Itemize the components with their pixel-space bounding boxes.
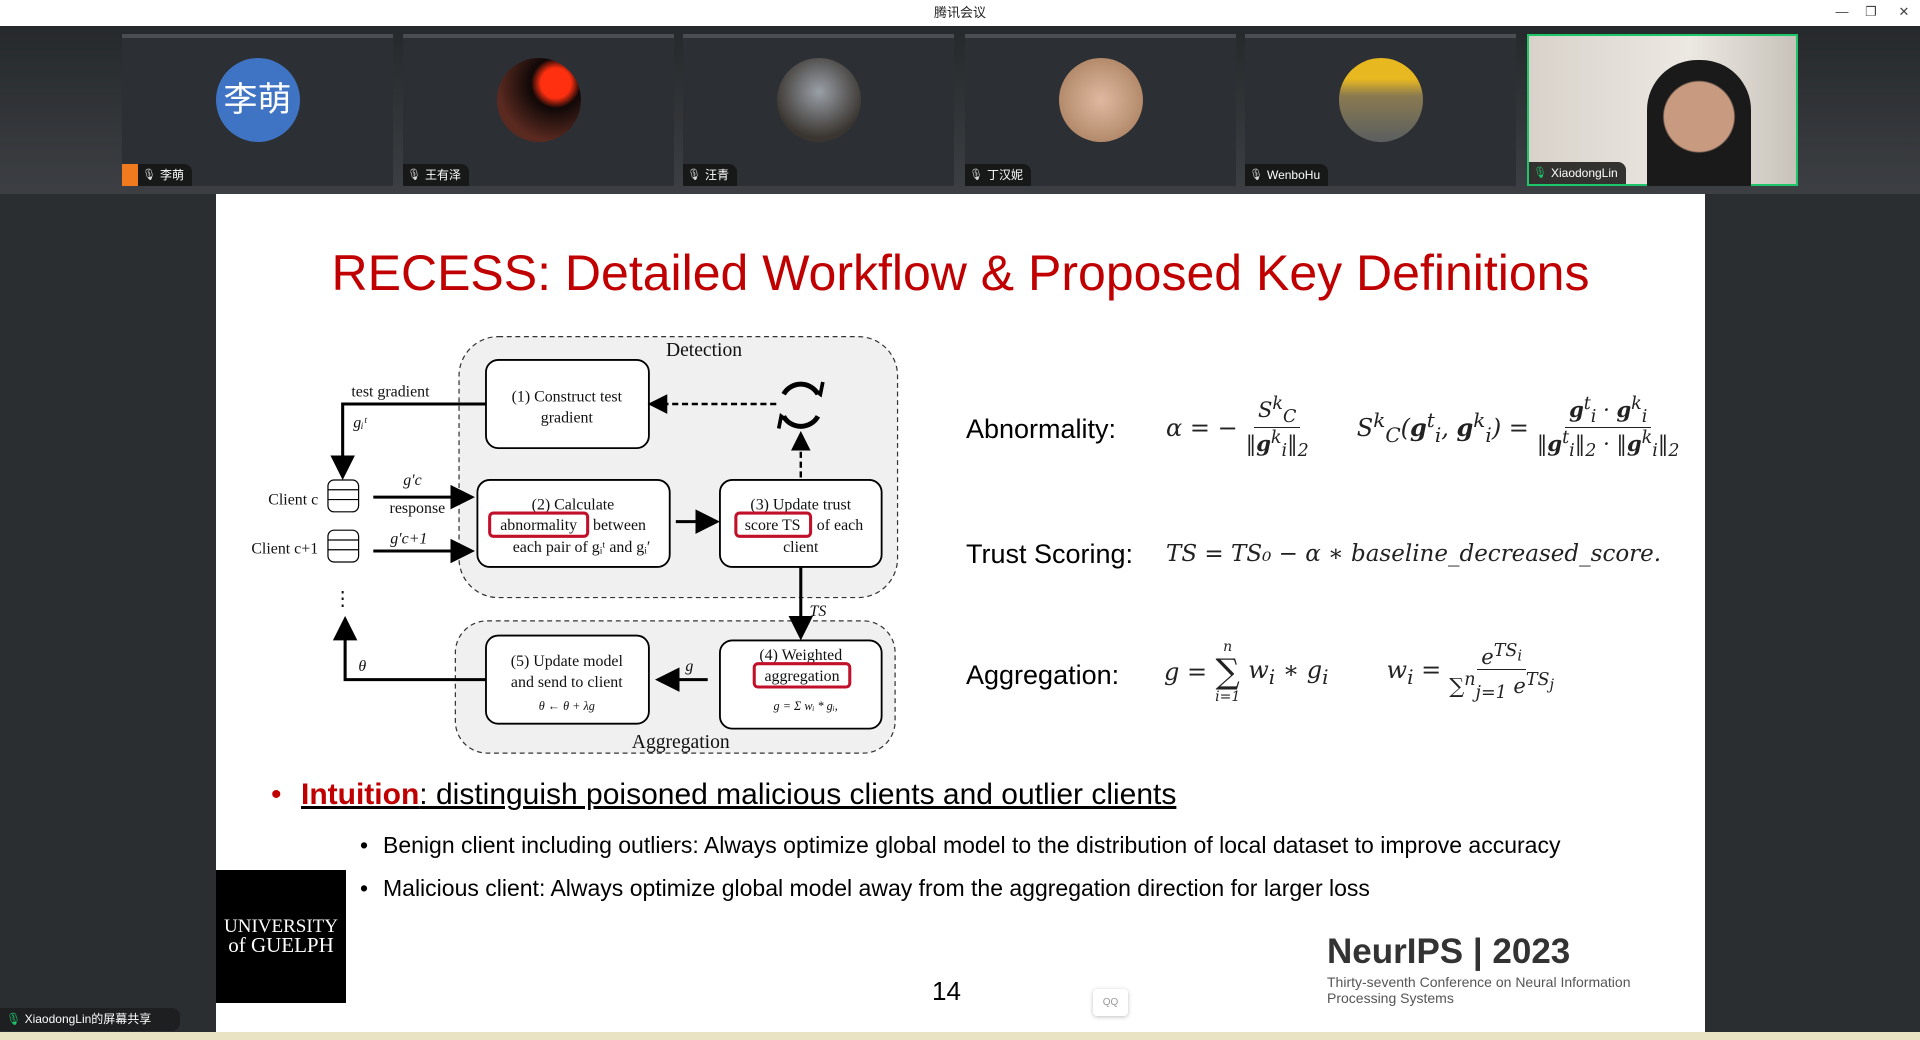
abnormality-formula: α = −SkC‖gki‖2 SkC(gti, gki) =gti · gki‖… — [1166, 394, 1680, 462]
svg-text:(1) Construct test: (1) Construct test — [512, 389, 623, 406]
shared-slide: RECESS: Detailed Workflow & Proposed Key… — [216, 194, 1705, 1032]
abnormality-label: Abnormality: — [966, 414, 1117, 444]
box-construct-test-gradient: (1) Construct test gradient — [485, 359, 650, 450]
svg-text:abnormality: abnormality — [500, 517, 577, 534]
host-icon — [122, 164, 138, 186]
svg-text:(3) Update trust: (3) Update trust — [750, 496, 851, 513]
participant-name: 王有泽 — [424, 168, 461, 182]
database-icon — [327, 479, 360, 513]
qq-floating-button[interactable]: QQ — [1093, 989, 1128, 1016]
participant-tile[interactable]: 🎙WenboHu — [1245, 34, 1516, 186]
neurips-logo: NeurIPS | 2023 Thirty-seventh Conference… — [1327, 932, 1631, 1006]
ellipsis: ⋮ — [333, 589, 353, 610]
mic-muted-icon: 🎙 — [142, 169, 156, 181]
intuition-bullet: •Intuition: distinguish poisoned malicio… — [271, 778, 1177, 811]
ts-label: TS — [810, 603, 827, 620]
intuition-keyword: Intuition — [301, 778, 420, 811]
test-gradient-label: test gradient — [351, 384, 430, 401]
box-update-trust-score: (3) Update trust score TS of each client — [719, 479, 883, 568]
svg-text:g′c: g′c — [403, 472, 422, 489]
participant-tile[interactable]: 🎙丁汉妮 — [965, 34, 1236, 186]
g-label: g — [685, 658, 693, 675]
box-calculate-abnormality: (2) Calculate abnormality between each p… — [476, 479, 671, 568]
svg-text:(5) Update model: (5) Update model — [511, 653, 624, 670]
refresh-icon — [776, 381, 825, 429]
video-feed — [1647, 60, 1751, 186]
trust-scoring-label: Trust Scoring: — [966, 539, 1134, 569]
client-c1-label: Client c+1 — [251, 540, 318, 557]
participant-name: 李萌 — [159, 168, 184, 182]
participant-tile[interactable]: 🎙王有泽 — [403, 34, 674, 186]
avatar — [1338, 58, 1423, 142]
svg-text:between: between — [593, 517, 646, 534]
bullet-benign: •Benign client including outliers: Alway… — [360, 832, 1561, 858]
svg-text:of each: of each — [817, 517, 863, 534]
svg-text:θ ← θ + λg: θ ← θ + λg — [539, 699, 595, 713]
svg-text:score TS: score TS — [745, 517, 801, 534]
window-title: 腾讯会议 — [933, 5, 986, 20]
theta-label: θ — [358, 658, 366, 675]
svg-text:g′c+1: g′c+1 — [390, 531, 427, 548]
avatar — [496, 58, 581, 142]
mic-muted-icon: 🎙 — [969, 169, 983, 181]
mic-muted-icon: 🎙 — [1249, 169, 1263, 181]
avatar — [776, 58, 861, 142]
workflow-svg: Detection Aggregation (1) Construct test… — [251, 336, 899, 754]
close-button[interactable]: ✕ — [1898, 4, 1910, 19]
participant-tile[interactable]: 🎙汪青 — [683, 34, 954, 186]
svg-text:gᵢᵗ: gᵢᵗ — [353, 414, 367, 431]
svg-text:response: response — [390, 500, 446, 517]
participant-name: WenboHu — [1266, 168, 1321, 182]
svg-text:aggregation: aggregation — [764, 668, 839, 685]
bullet-malicious: •Malicious client: Always optimize globa… — [360, 875, 1370, 901]
window-titlebar: 腾讯会议 — [0, 0, 1920, 26]
client-c-label: Client c — [268, 491, 318, 508]
box-update-model: (5) Update model and send to client θ ← … — [485, 634, 650, 725]
avatar — [1058, 58, 1143, 142]
avatar: 李萌 — [215, 58, 300, 142]
svg-text:(4) Weighted: (4) Weighted — [759, 647, 842, 664]
svg-text:each pair of gᵢᵗ and gᵢ′: each pair of gᵢᵗ and gᵢ′ — [513, 539, 651, 556]
aggregation-label: Aggregation — [632, 732, 730, 753]
workflow-diagram: Detection Aggregation (1) Construct test… — [241, 334, 900, 757]
mic-muted-icon: 🎙 — [687, 169, 701, 181]
bottom-bar — [0, 1032, 1920, 1040]
detection-label: Detection — [666, 340, 742, 361]
participant-tile[interactable]: 李萌 🎙李萌 — [122, 34, 393, 186]
svg-text:gradient: gradient — [541, 409, 594, 426]
database-icon — [327, 529, 360, 563]
mic-icon: 🎙 — [6, 1012, 22, 1026]
trust-scoring-formula: TS = TS₀ − α ∗ baseline_decreased_score. — [1166, 541, 1662, 567]
participant-name: 丁汉妮 — [986, 168, 1023, 182]
svg-text:(2) Calculate: (2) Calculate — [532, 496, 615, 513]
page-number: 14 — [932, 976, 961, 1006]
box-weighted-aggregation: (4) Weighted aggregation g = Σ wᵢ * gᵢ, — [719, 639, 883, 730]
svg-text:and send to client: and send to client — [511, 674, 623, 691]
mic-on-icon: 🎙 — [1533, 167, 1547, 179]
restore-button[interactable]: ❐ — [1865, 4, 1877, 19]
participant-tile-active-speaker[interactable]: 🎙XiaodongLin — [1527, 34, 1798, 186]
aggregation-def-label: Aggregation: — [966, 660, 1120, 690]
slide-title: RECESS: Detailed Workflow & Proposed Key… — [331, 245, 1590, 301]
minimize-button[interactable]: — — [1835, 4, 1849, 19]
mic-muted-icon: 🎙 — [407, 169, 421, 181]
screen-share-indicator[interactable]: 🎙 XiaodongLin的屏幕共享 — [0, 1008, 180, 1031]
participant-name: 汪青 — [704, 168, 729, 182]
svg-text:g = Σ wᵢ * gᵢ,: g = Σ wᵢ * gᵢ, — [774, 699, 838, 713]
participant-name: XiaodongLin — [1550, 166, 1618, 180]
svg-text:client: client — [783, 539, 819, 556]
